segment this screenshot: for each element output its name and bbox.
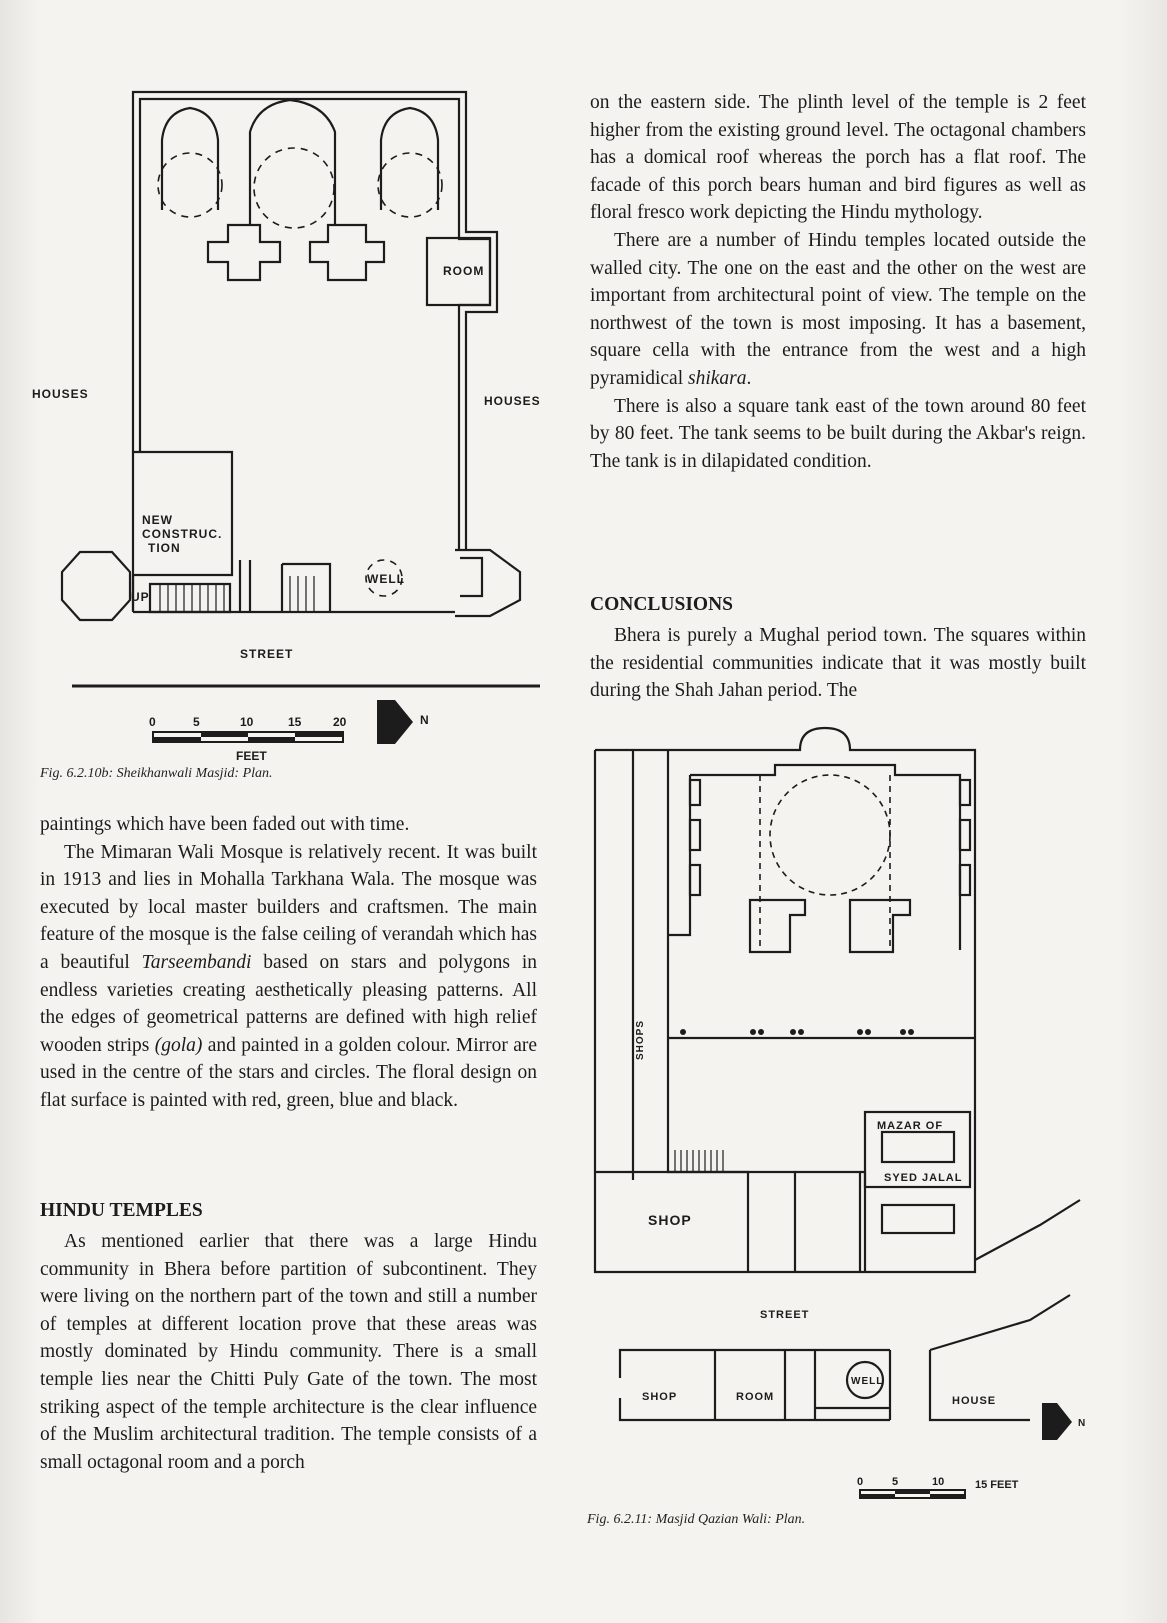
paragraph-hindu-temples: As mentioned earlier that there was a la… — [40, 1231, 537, 1473]
heading-conclusions: CONCLUSIONS — [590, 594, 734, 615]
label-shop-lower: SHOP — [642, 1391, 677, 1403]
figure-qazian-wali-plan: SHOPS MAZAR OF SYED JALAL SHOP STREET SH… — [560, 720, 1120, 1540]
paragraph-paintings: paintings which have been faded out with… — [40, 814, 410, 835]
scale2-feet-label: 15 FEET — [975, 1479, 1019, 1491]
label-houses-left: HOUSES — [32, 387, 89, 401]
scale2-tick-0: 0 — [857, 1476, 863, 1488]
figure-sheikhanwali-plan: ROOM HOUSES HOUSES NEW CONSTRUC. TION WE… — [0, 0, 580, 800]
label-room: ROOM — [443, 264, 484, 278]
label-house: HOUSE — [952, 1395, 996, 1407]
right-column-top: on the eastern side. The plinth level of… — [590, 89, 1086, 475]
scale-tick-5: 5 — [193, 715, 200, 729]
label-well-2: WELL — [851, 1376, 883, 1387]
north-arrow-icon-2 — [1042, 1403, 1072, 1440]
scale-tick-10: 10 — [240, 715, 254, 729]
label-mazar-2: SYED JALAL — [884, 1172, 962, 1184]
label-up: UP — [131, 590, 150, 604]
paragraph-mimaran-text-1: The Mimaran Wali Mosque is relatively re… — [40, 841, 537, 973]
scale-bar-1 — [152, 731, 344, 743]
label-mazar-1: MAZAR OF — [877, 1120, 943, 1132]
scale-tick-20: 20 — [333, 715, 347, 729]
scale-tick-0: 0 — [149, 715, 156, 729]
paragraph-eastern-side: on the eastern side. The plinth level of… — [590, 92, 1086, 224]
label-new-construction-3: TION — [148, 541, 181, 555]
figure1-caption: Fig. 6.2.10b: Sheikhanwali Masjid: Plan. — [40, 766, 273, 781]
figure2-caption: Fig. 6.2.11: Masjid Qazian Wali: Plan. — [587, 1512, 806, 1527]
sheikhanwali-plan-drawing: ROOM HOUSES HOUSES NEW CONSTRUC. TION WE… — [32, 90, 541, 763]
heading-hindu-temples: HINDU TEMPLES — [40, 1200, 203, 1221]
paragraph-conclusions: Bhera is purely a Mughal period town. Th… — [590, 625, 1086, 702]
paragraph-square-tank: There is also a square tank east of the … — [590, 395, 1086, 472]
paragraph-mimaran-text-2: based on stars and polygons in endless v… — [40, 951, 537, 1056]
scale2-tick-10: 10 — [932, 1476, 944, 1488]
outer-wall — [131, 90, 499, 610]
scale2-tick-5: 5 — [892, 1476, 898, 1488]
label-new-construction-1: NEW — [142, 513, 173, 527]
paragraph-mimaran-text-3: and painted in a golden colour. Mirror a… — [40, 1034, 537, 1111]
paragraph-outside-text-2: . — [746, 367, 752, 389]
left-column-bottom: As mentioned earlier that there was a la… — [40, 1228, 537, 1476]
paragraph-outside-walled-city: There are a number of Hindu temples loca… — [590, 227, 1086, 393]
scale-tick-15: 15 — [288, 715, 302, 729]
label-north: N — [420, 713, 430, 727]
label-shop-upper: SHOP — [648, 1212, 692, 1228]
left-column-top: paintings which have been faded out with… — [40, 811, 537, 1115]
label-new-construction-2: CONSTRUC. — [142, 527, 222, 541]
north-arrow-icon — [377, 700, 413, 744]
label-street-2: STREET — [760, 1309, 809, 1321]
right-column-conclusions: Bhera is purely a Mughal period town. Th… — [590, 622, 1086, 705]
label-houses-right: HOUSES — [484, 394, 541, 408]
label-room-2: ROOM — [736, 1391, 774, 1403]
scale-feet-label: FEET — [236, 749, 267, 763]
paragraph-mimaran-wali: The Mimaran Wali Mosque is relatively re… — [40, 839, 537, 1115]
label-well: WELL — [367, 572, 405, 586]
term-shikara: shikara — [688, 367, 747, 389]
scale-bar-2 — [859, 1489, 966, 1499]
term-tarseembandi: Tarseembandi — [141, 951, 252, 973]
qazian-wali-plan-drawing: SHOPS MAZAR OF SYED JALAL SHOP STREET SH… — [593, 726, 1086, 1499]
label-street: STREET — [240, 647, 293, 661]
label-north-2: N — [1078, 1418, 1086, 1429]
term-gola: (gola) — [154, 1034, 203, 1056]
paragraph-outside-text-1: There are a number of Hindu temples loca… — [590, 229, 1086, 389]
label-shops: SHOPS — [635, 1020, 646, 1060]
